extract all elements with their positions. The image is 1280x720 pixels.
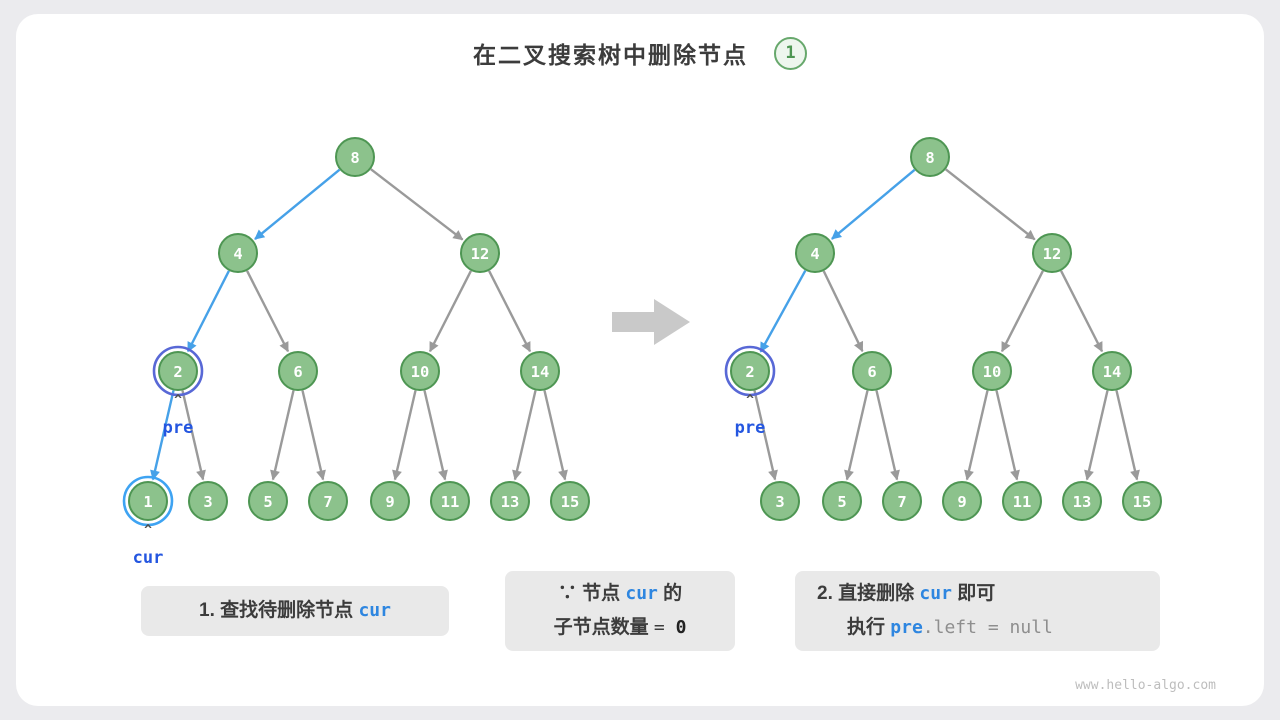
tree-node bbox=[430, 481, 470, 521]
tree-node bbox=[760, 481, 800, 521]
tree-node-label: 4 bbox=[233, 245, 242, 263]
tree-node bbox=[550, 481, 590, 521]
tree-edge-8-4 bbox=[254, 168, 341, 240]
tree-edge-4-2 bbox=[759, 269, 807, 353]
tree-edge-2-3 bbox=[181, 390, 206, 481]
tree-node bbox=[1092, 351, 1132, 391]
tree-node-label: 15 bbox=[561, 493, 580, 511]
tree-node bbox=[248, 481, 288, 521]
tree-node-label: 2 bbox=[745, 363, 754, 381]
tree-edge-10-9 bbox=[964, 390, 989, 481]
tree-edge-6-5 bbox=[270, 390, 295, 481]
tree-node-label: 7 bbox=[897, 493, 906, 511]
tree-node-label: 14 bbox=[1103, 363, 1122, 381]
tree-edge-10-9 bbox=[392, 390, 417, 481]
tree-node-label: 9 bbox=[957, 493, 966, 511]
tree-edge-14-13 bbox=[512, 390, 537, 481]
tree-node-label: 9 bbox=[385, 493, 394, 511]
highlight-ring-cur bbox=[122, 475, 174, 527]
tree-node-label: 3 bbox=[203, 493, 212, 511]
highlight-ring-pre bbox=[152, 345, 204, 397]
tree-edge-6-7 bbox=[301, 390, 326, 481]
tree-node bbox=[520, 351, 560, 391]
tree-edge-12-10 bbox=[1000, 270, 1045, 353]
tree-node-label: 6 bbox=[293, 363, 302, 381]
page-title: 在二叉搜索树中删除节点 bbox=[473, 42, 748, 68]
tree-node-label: 12 bbox=[471, 245, 490, 263]
tree-node-label: 5 bbox=[837, 493, 846, 511]
step-badge: 1 bbox=[774, 36, 807, 70]
tree-edges bbox=[150, 168, 1140, 481]
tree-node-label: 15 bbox=[1133, 493, 1152, 511]
watermark: www.hello-algo.com bbox=[1075, 678, 1216, 693]
tree-edge-8-4 bbox=[831, 168, 916, 240]
tree-edge-4-2 bbox=[186, 270, 231, 353]
tree-node bbox=[1122, 481, 1162, 521]
tree-node bbox=[910, 137, 950, 177]
tree-node-label: 11 bbox=[441, 493, 460, 511]
tree-edge-8-12 bbox=[370, 168, 464, 241]
tree-node bbox=[218, 233, 258, 273]
tree-node-label: 13 bbox=[1073, 493, 1092, 511]
tree-edge-6-5 bbox=[844, 390, 869, 481]
tree-edge-8-12 bbox=[944, 168, 1036, 241]
tree-node bbox=[308, 481, 348, 521]
tree-edge-4-6 bbox=[822, 270, 864, 353]
tree-node-label: 8 bbox=[350, 149, 359, 167]
tree-node bbox=[1062, 481, 1102, 521]
tree-node bbox=[370, 481, 410, 521]
tree-edge-4-6 bbox=[245, 270, 290, 353]
tree-node-label: 1 bbox=[143, 493, 152, 511]
tree-node bbox=[822, 481, 862, 521]
tree-edge-2-1 bbox=[150, 390, 175, 481]
tree-node-label: 5 bbox=[263, 493, 272, 511]
tree-edge-10-11 bbox=[423, 390, 448, 481]
tree-node-label: 8 bbox=[925, 149, 934, 167]
tree-node-label: 14 bbox=[531, 363, 550, 381]
tree-node-label: 10 bbox=[411, 363, 430, 381]
tree-node bbox=[188, 481, 228, 521]
tree-node bbox=[335, 137, 375, 177]
tree-node bbox=[490, 481, 530, 521]
tree-node-label: 3 bbox=[775, 493, 784, 511]
figure-title-row: 在二叉搜索树中删除节点 1 bbox=[0, 36, 1280, 70]
tree-edge-14-15 bbox=[543, 390, 568, 481]
transition-arrow-icon bbox=[612, 299, 690, 345]
tree-node bbox=[1002, 481, 1042, 521]
tree-node bbox=[730, 351, 770, 391]
tree-node-label: 7 bbox=[323, 493, 332, 511]
tree-node bbox=[972, 351, 1012, 391]
tree-edge-14-15 bbox=[1115, 390, 1140, 481]
tree-node bbox=[158, 351, 198, 391]
tree-edge-10-11 bbox=[995, 390, 1020, 481]
tree-node bbox=[400, 351, 440, 391]
tree-node-label: 10 bbox=[983, 363, 1002, 381]
tree-node-label: 12 bbox=[1043, 245, 1062, 263]
tree-edge-6-7 bbox=[875, 390, 900, 481]
tree-edge-12-14 bbox=[487, 270, 532, 353]
tree-node bbox=[278, 351, 318, 391]
tree-node-label: 2 bbox=[173, 363, 182, 381]
tree-node bbox=[460, 233, 500, 273]
tree-edge-12-14 bbox=[1059, 270, 1104, 353]
highlight-ring-pre bbox=[724, 345, 776, 397]
tree-node bbox=[128, 481, 168, 521]
tree-edge-12-10 bbox=[428, 270, 473, 353]
tree-node-label: 4 bbox=[810, 245, 819, 263]
tree-node bbox=[1032, 233, 1072, 273]
tree-node bbox=[852, 351, 892, 391]
tree-edge-2-3 bbox=[753, 390, 778, 481]
tree-node bbox=[942, 481, 982, 521]
tree-node-label: 6 bbox=[867, 363, 876, 381]
tree-node bbox=[882, 481, 922, 521]
tree-node-label: 11 bbox=[1013, 493, 1032, 511]
tree-node bbox=[795, 233, 835, 273]
tree-node-label: 13 bbox=[501, 493, 520, 511]
tree-edge-14-13 bbox=[1084, 390, 1109, 481]
